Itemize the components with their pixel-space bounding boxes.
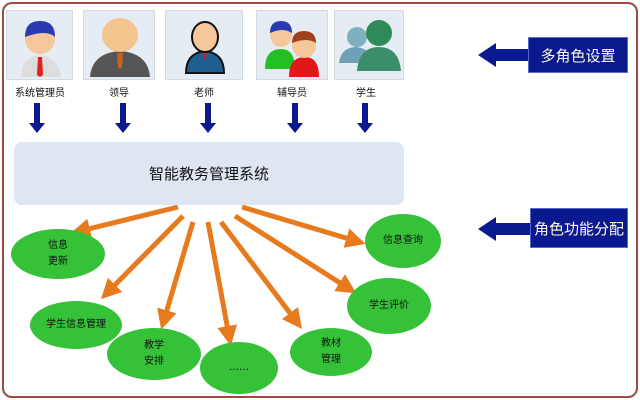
student-avatar-icon <box>339 20 401 71</box>
orange-arrow <box>70 204 179 239</box>
orange-arrow <box>233 213 357 294</box>
orange-arrow <box>205 221 238 346</box>
down-arrow-icon <box>357 103 373 133</box>
function-node: …… <box>200 342 278 394</box>
left-arrow-icon <box>478 43 528 67</box>
down-arrow-icon <box>287 103 303 133</box>
role-counselor <box>256 10 328 80</box>
counselor-avatar-icon <box>265 21 319 77</box>
left-arrow-icon <box>478 217 530 241</box>
admin-avatar-icon <box>21 21 61 77</box>
role-student <box>334 10 404 80</box>
orange-arrow <box>219 220 303 329</box>
orange-arrow <box>100 214 185 300</box>
role-label: 学生 <box>356 88 376 99</box>
down-arrow-icon <box>29 103 45 133</box>
role-admin <box>6 10 73 80</box>
role-label: 系统管理员 <box>15 88 65 99</box>
role-leader <box>83 10 155 80</box>
orange-arrow <box>241 204 366 248</box>
role-label: 老师 <box>194 88 214 99</box>
function-node: 教材 管理 <box>290 328 372 376</box>
multi-role-tag: 多角色设置 <box>528 37 628 73</box>
role-label: 领导 <box>109 88 129 99</box>
function-assign-tag: 角色功能分配 <box>530 208 628 248</box>
role-label: 辅导员 <box>277 88 307 99</box>
function-node: 学生评价 <box>347 278 431 334</box>
role-teacher <box>165 10 243 80</box>
down-arrow-icon <box>200 103 216 133</box>
leader-avatar-icon <box>90 18 150 77</box>
function-node: 信息 更新 <box>11 229 105 279</box>
down-arrows <box>29 43 530 241</box>
down-arrow-icon <box>115 103 131 133</box>
function-node: 教学 安排 <box>107 328 201 380</box>
function-node: 信息查询 <box>365 214 441 268</box>
orange-arrow <box>157 221 196 330</box>
system-box: 智能教务管理系统 <box>14 142 404 205</box>
teacher-avatar-icon <box>184 21 226 74</box>
function-node: 学生信息管理 <box>30 301 122 349</box>
